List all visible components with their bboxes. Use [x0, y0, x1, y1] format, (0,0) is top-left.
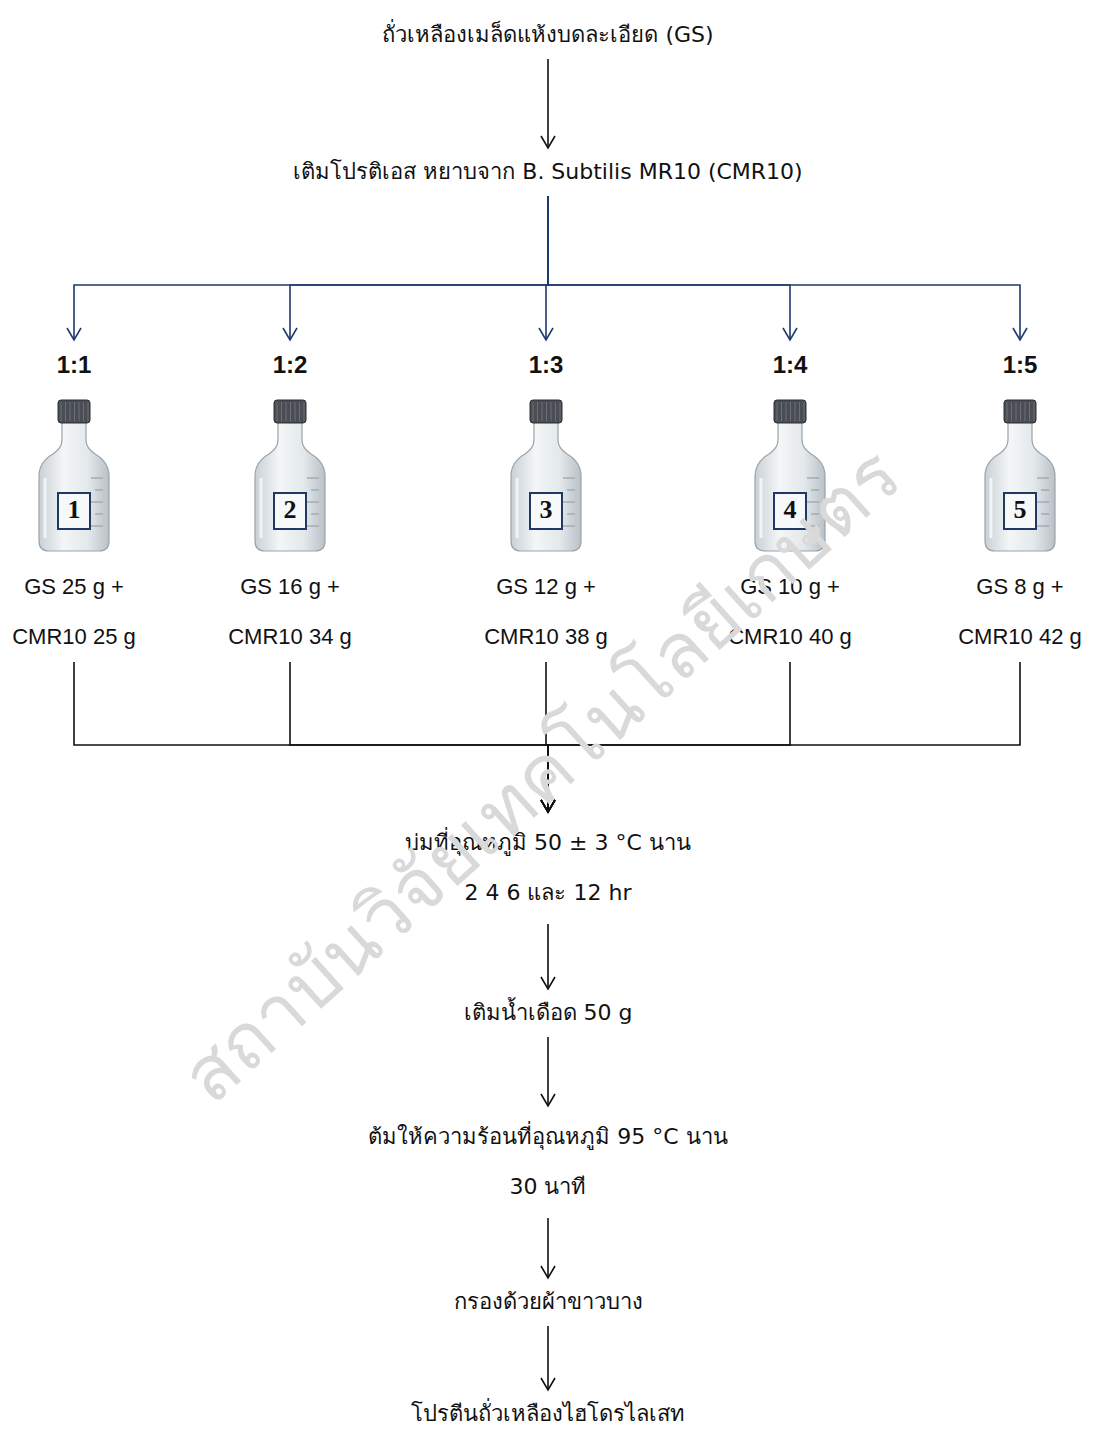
arrow-line	[548, 196, 790, 340]
ratio-label: 1:2	[220, 350, 360, 380]
composition-text: GS 16 g + CMR10 34 g	[220, 562, 360, 662]
flow-arrow	[541, 1037, 555, 1106]
step-text: กรองด้วยผ้าขาวบาง	[454, 1284, 643, 1320]
process-step: โปรตีนถั่วเหลืองไฮโดรไลเสท	[403, 1390, 693, 1438]
arrow-head	[541, 977, 555, 989]
sample-number-box: 2	[273, 492, 307, 530]
bottle-sample: 1:3GS 12 g + CMR10 38 g3	[476, 340, 616, 662]
arrow-head	[283, 328, 297, 340]
bottle-sample: 1:2 GS 16 g + CMR10 34 g 2	[220, 340, 360, 662]
process-step: เติมโปรติเอส หยาบจาก B. Subtilis MR10 (C…	[285, 148, 810, 196]
arrow-head	[541, 1266, 555, 1278]
arrow-line	[547, 924, 549, 989]
process-step: ต้มให้ความร้อนที่อุณหภูมิ 95 °C นาน 30 น…	[350, 1106, 746, 1218]
arrow-line	[548, 196, 1020, 340]
process-step: ถั่วเหลืองเมล็ดแห้งบดละเอียด (GS)	[374, 11, 721, 59]
flow-arrow	[283, 196, 548, 340]
bottle-sample: 1:1 GS 25 g + CMR10 25 g 1	[4, 340, 144, 662]
sample-number: 2	[275, 494, 305, 526]
sample-number-box: 1	[57, 492, 91, 530]
flow-arrow	[67, 196, 548, 340]
ratio-label: 1:1	[4, 350, 144, 380]
sample-number-box: 5	[1003, 492, 1037, 530]
arrow-line	[547, 1326, 549, 1390]
process-step: เติมน้ำเดือด 50 g	[456, 989, 641, 1037]
sample-number: 5	[1005, 494, 1035, 526]
arrow-line	[290, 196, 548, 340]
flow-arrow	[548, 196, 797, 340]
process-step: กรองด้วยผ้าขาวบาง	[446, 1278, 651, 1326]
flow-arrow	[541, 924, 555, 989]
composition-text: GS 25 g + CMR10 25 g	[4, 562, 144, 662]
arrow-head	[783, 328, 797, 340]
flow-arrow	[541, 1218, 555, 1278]
flow-arrow	[541, 1326, 555, 1390]
bottle-sample: 1:5 GS 8 g + CMR10 42 g 5	[950, 340, 1090, 662]
step-text: เติมโปรติเอส หยาบจาก B. Subtilis MR10 (C…	[293, 154, 802, 190]
arrow-head	[541, 136, 555, 148]
step-text: ถั่วเหลืองเมล็ดแห้งบดละเอียด (GS)	[382, 17, 713, 53]
composition-text: GS 8 g + CMR10 42 g	[950, 562, 1090, 662]
arrow-line	[547, 1218, 549, 1278]
sample-number: 3	[531, 494, 561, 526]
sample-number: 1	[59, 494, 89, 526]
arrow-line	[74, 196, 548, 340]
arrow-head	[539, 328, 553, 340]
step-text: โปรตีนถั่วเหลืองไฮโดรไลเสท	[411, 1396, 685, 1432]
arrow-head	[1013, 328, 1027, 340]
step-text: เติมน้ำเดือด 50 g	[464, 995, 633, 1031]
arrow-head	[541, 1094, 555, 1106]
ratio-label: 1:4	[720, 350, 860, 380]
ratio-label: 1:3	[476, 350, 616, 380]
sample-number-box: 3	[529, 492, 563, 530]
ratio-label: 1:5	[950, 350, 1090, 380]
flow-arrow	[539, 196, 553, 340]
arrow-line	[547, 59, 549, 148]
arrow-line	[547, 1037, 549, 1106]
arrow-head	[67, 328, 81, 340]
step-text: ต้มให้ความร้อนที่อุณหภูมิ 95 °C นาน 30 น…	[358, 1112, 738, 1212]
flow-arrow	[548, 196, 1027, 340]
flow-arrow	[541, 59, 555, 148]
arrow-head	[541, 1378, 555, 1390]
